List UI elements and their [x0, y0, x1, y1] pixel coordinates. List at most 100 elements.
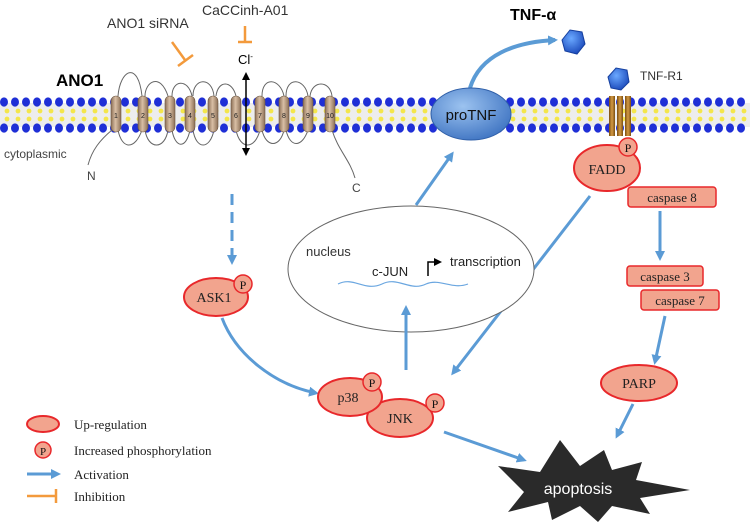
lipid-head	[671, 123, 679, 133]
lipid-tail	[411, 116, 417, 122]
lipid-head	[0, 123, 8, 133]
nucleus-to-protnf-arrow	[414, 151, 454, 206]
ask1-label: ASK1	[196, 291, 231, 306]
lipid-head	[539, 123, 547, 133]
caspase7-label: caspase 7	[655, 293, 705, 308]
tm-segment: 5	[207, 95, 219, 133]
lipid-tail	[708, 116, 714, 122]
lipid-tail	[103, 116, 109, 122]
lipid-tail	[697, 116, 703, 122]
parp-to-apoptosis-arrow	[615, 403, 635, 439]
p38-label: p38	[338, 391, 359, 406]
fadd-phospho-label: P	[625, 141, 632, 155]
lipid-head	[55, 97, 63, 107]
lipid-head	[583, 97, 591, 107]
jnk-phospho-label: P	[432, 397, 439, 411]
parp-node	[600, 364, 678, 402]
lipid-tail	[378, 116, 384, 122]
tm-segment-label: 1	[114, 113, 118, 120]
lipid-head	[121, 97, 129, 107]
lipid-tail	[312, 108, 318, 114]
lipid-tail	[334, 108, 340, 114]
lipid-head	[572, 97, 580, 107]
lipid-tail	[389, 116, 395, 122]
legend-phospho-swatch	[34, 441, 52, 459]
ask1-to-p38-arrow	[220, 317, 319, 397]
tm-segment: 3	[164, 95, 176, 133]
lipid-tail	[246, 116, 252, 122]
cjun-label: c-JUN	[372, 264, 408, 279]
lipid-tail	[147, 116, 153, 122]
lipid-tail	[290, 116, 296, 122]
apoptosis-burst	[498, 440, 690, 522]
tm-segment: 1	[110, 95, 122, 133]
lipid-tail	[312, 116, 318, 122]
jnk-node	[366, 398, 434, 438]
legend-inhibition-label: Inhibition	[74, 489, 126, 504]
tm-segment: 7	[254, 95, 266, 133]
lipid-head	[715, 97, 723, 107]
lipid-head	[66, 123, 74, 133]
lipid-head	[44, 123, 52, 133]
jnk-to-apoptosis-arrow	[443, 430, 527, 463]
tm-segment: 8	[278, 95, 290, 133]
lipid-tail	[92, 108, 98, 114]
lipid-tail	[4, 108, 10, 114]
lipid-tail	[565, 116, 571, 122]
lipid-head	[198, 97, 206, 107]
lipid-head	[396, 123, 404, 133]
lipid-head	[33, 123, 41, 133]
tm-segment-label: 9	[306, 113, 310, 120]
lipid-tail	[532, 116, 538, 122]
chloride-label: Cl-	[238, 52, 253, 67]
lipid-tail	[653, 108, 659, 114]
lipid-tail	[147, 108, 153, 114]
lipid-tail	[741, 116, 747, 122]
lipid-head	[0, 97, 8, 107]
transcription-label: transcription	[450, 254, 521, 269]
lipid-tail	[224, 116, 230, 122]
lipid-head	[99, 97, 107, 107]
lipid-head	[528, 97, 536, 107]
tm-segment: 10	[324, 95, 336, 133]
ano1-label: ANO1	[56, 71, 103, 90]
lipid-tail	[103, 108, 109, 114]
lipid-tail	[70, 108, 76, 114]
lipid-tail	[664, 108, 670, 114]
lipid-head	[352, 97, 360, 107]
legend: Up-regulation P Increased phosphorylatio…	[26, 415, 212, 504]
p38-phospho-label: P	[369, 376, 376, 390]
lipid-head	[726, 97, 734, 107]
lipid-head	[385, 123, 393, 133]
caspase7-node	[640, 289, 720, 311]
lipid-tail	[543, 116, 549, 122]
caspase3-label: caspase 3	[640, 269, 689, 284]
lipid-tail	[719, 116, 725, 122]
lipid-head	[374, 123, 382, 133]
lipid-tail	[15, 116, 21, 122]
lipid-tail	[422, 108, 428, 114]
lipid-tail	[180, 108, 186, 114]
lipid-head	[66, 97, 74, 107]
dna-strand	[337, 281, 469, 287]
lipid-head	[88, 97, 96, 107]
lipid-head	[198, 123, 206, 133]
lipid-head	[561, 97, 569, 107]
lipid-head	[693, 97, 701, 107]
lipid-tail	[730, 116, 736, 122]
ask1-phospho-badge	[233, 274, 253, 294]
lipid-tail	[686, 116, 692, 122]
lipid-tail	[576, 116, 582, 122]
inhibitor-label: CaCCinh-A01	[202, 2, 289, 18]
lipid-head	[407, 97, 415, 107]
lipid-tail	[202, 108, 208, 114]
lipid-head	[550, 97, 558, 107]
lipid-tail	[697, 108, 703, 114]
lipid-head	[352, 123, 360, 133]
lipid-head	[594, 97, 602, 107]
lipid-tail	[598, 116, 604, 122]
sirna-inhibition	[170, 41, 187, 61]
lipid-tail	[59, 108, 65, 114]
lipid-tail	[367, 116, 373, 122]
caspase8-label: caspase 8	[647, 190, 696, 205]
